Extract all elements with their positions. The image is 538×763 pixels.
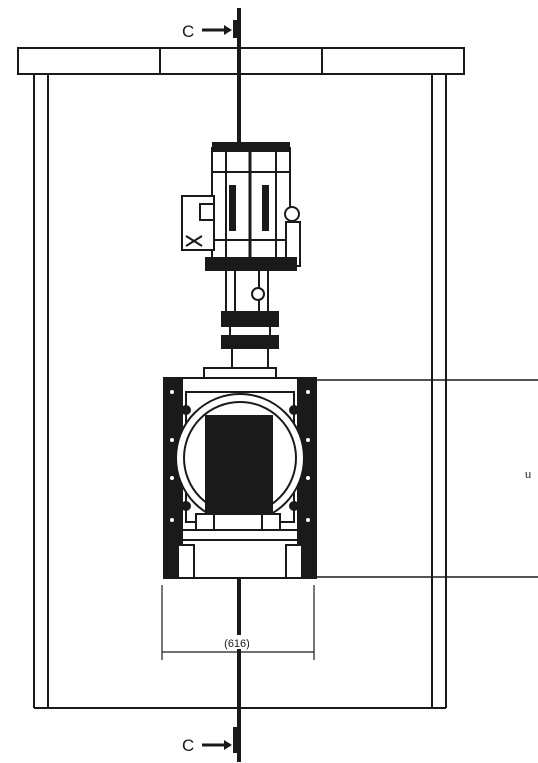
width-dimension: [161, 585, 315, 660]
knife-gate-valve-body: [163, 377, 317, 579]
section-marker-top: C: [182, 20, 241, 41]
section-marker-top-label: C: [182, 22, 194, 41]
reference-lines: [316, 379, 538, 578]
valve-actuator: [181, 142, 301, 271]
section-marker-bottom-label: C: [182, 736, 194, 755]
enclosure-walls: [33, 74, 447, 709]
valve-stem-coupling: [203, 269, 279, 379]
width-dimension-label: (616): [224, 638, 250, 650]
section-marker-bottom: C: [182, 727, 241, 755]
side-mark: u: [525, 469, 531, 481]
